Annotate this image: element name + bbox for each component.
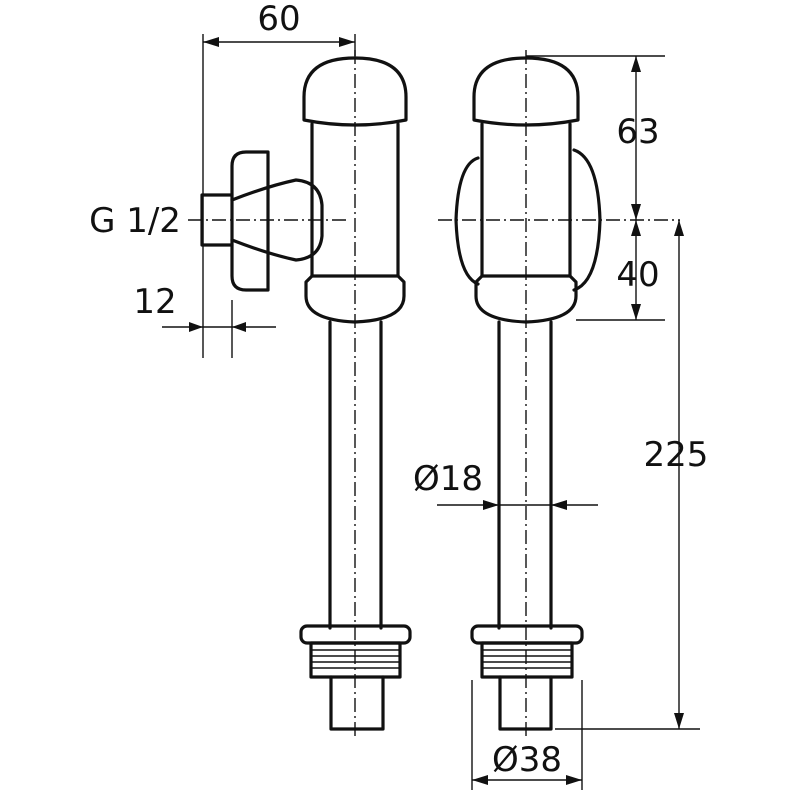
- label-thread-g12: G 1/2: [89, 201, 181, 241]
- label-length-225: 225: [644, 435, 709, 475]
- handwheel: [230, 150, 270, 292]
- arrow-225-top: [674, 220, 684, 236]
- arrow-225-bottom: [674, 713, 684, 729]
- left-bulge: [454, 156, 480, 286]
- thread-section-front: [480, 641, 574, 679]
- side-view: 60 12 G 1/2: [89, 0, 412, 738]
- arrow-60-right: [339, 37, 355, 47]
- front-view: 63 40 225 Ø18 Ø38: [413, 50, 708, 790]
- arrow-40-bottom: [631, 304, 641, 320]
- label-width-60: 60: [257, 0, 300, 39]
- arrow-40-top: [631, 220, 641, 236]
- thread-lines-front: [482, 649, 572, 669]
- arrow-63-bottom: [631, 204, 641, 220]
- arrow-63-top: [631, 56, 641, 72]
- arrow-60-left: [203, 37, 219, 47]
- arrow-d18-left: [483, 500, 499, 510]
- label-head-63: 63: [616, 112, 659, 152]
- arrow-d38-right: [566, 775, 582, 785]
- label-stem-12: 12: [133, 282, 176, 322]
- bottom-nipple: [329, 675, 385, 731]
- label-nut-d38: Ø38: [492, 740, 562, 780]
- label-lower-40: 40: [616, 255, 659, 295]
- nut-flange-front: [470, 624, 584, 645]
- arrow-12-right: [232, 322, 246, 332]
- arrow-d38-left: [472, 775, 488, 785]
- arrow-12-left: [189, 322, 203, 332]
- label-pipe-d18: Ø18: [413, 459, 483, 499]
- arrow-d18-right: [551, 500, 567, 510]
